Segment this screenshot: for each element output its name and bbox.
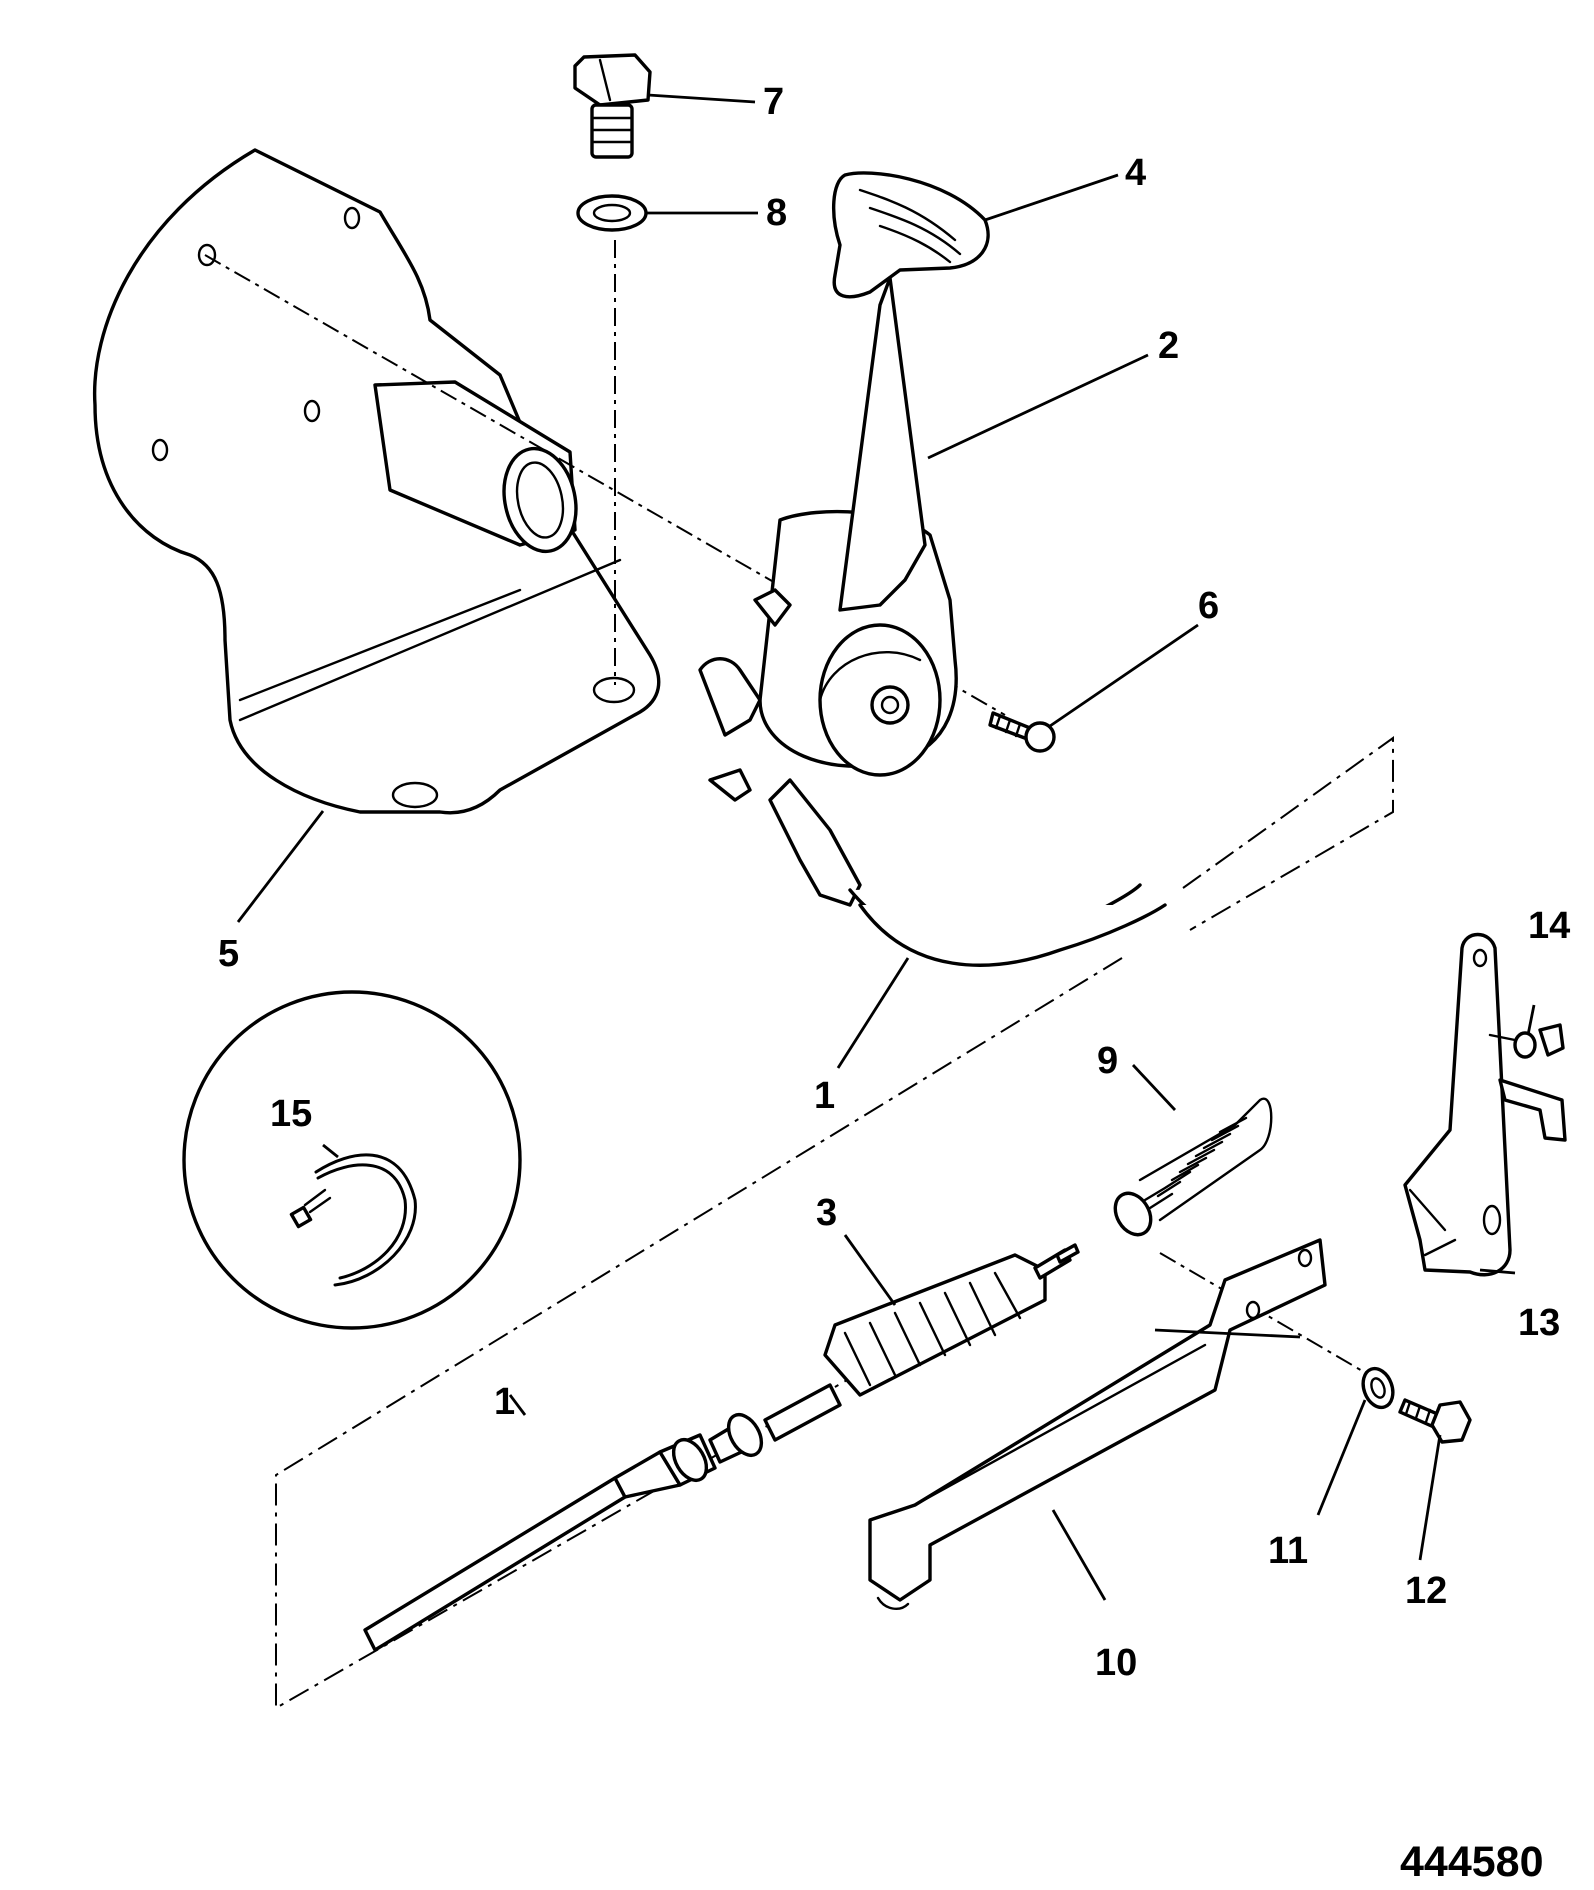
part-5-mounting-bracket	[92, 148, 661, 815]
part-3-bellows-boot	[823, 1243, 1080, 1397]
callout-12: 12	[1405, 1570, 1447, 1612]
drawing-reference-number: 444580	[1400, 1838, 1544, 1886]
part-13-bracket-plate	[1403, 932, 1567, 1277]
part-1-cable-upper	[768, 778, 1167, 967]
leader-lines	[236, 93, 1536, 1601]
callout-13: 13	[1518, 1302, 1560, 1344]
centerline-bar	[1159, 1252, 1396, 1391]
callout-7: 7	[763, 81, 784, 123]
callout-10: 10	[1095, 1642, 1137, 1684]
part-12-bolt	[1398, 1398, 1472, 1444]
callout-8: 8	[766, 192, 787, 234]
callout-14: 14	[1528, 905, 1570, 947]
callout-15: 15	[270, 1093, 312, 1135]
part-10-support-bar	[868, 1238, 1327, 1610]
part-8-washer	[576, 194, 648, 232]
part-7-bolt	[573, 53, 652, 159]
callout-1-upper: 1	[814, 1075, 835, 1117]
callout-6: 6	[1198, 585, 1219, 627]
centerline-bracket	[204, 254, 1006, 716]
detail-circle	[182, 990, 522, 1330]
part-2-lever-assembly	[698, 276, 958, 802]
part-9-spring	[1113, 1097, 1273, 1237]
callout-9: 9	[1097, 1040, 1118, 1082]
callout-1-lower: 1	[494, 1381, 515, 1423]
part-4-knob	[831, 171, 990, 299]
part-1-cable-lower	[363, 1383, 842, 1652]
part-14-spring-clip	[1488, 1023, 1565, 1059]
part-15-cable-tie	[289, 1153, 417, 1287]
callout-3: 3	[816, 1192, 837, 1234]
part-11-washer	[1361, 1366, 1395, 1410]
callout-2: 2	[1158, 325, 1179, 367]
callout-4: 4	[1125, 152, 1146, 194]
part-6-screw	[988, 711, 1056, 753]
callout-5: 5	[218, 933, 239, 975]
callout-11: 11	[1268, 1530, 1308, 1572]
